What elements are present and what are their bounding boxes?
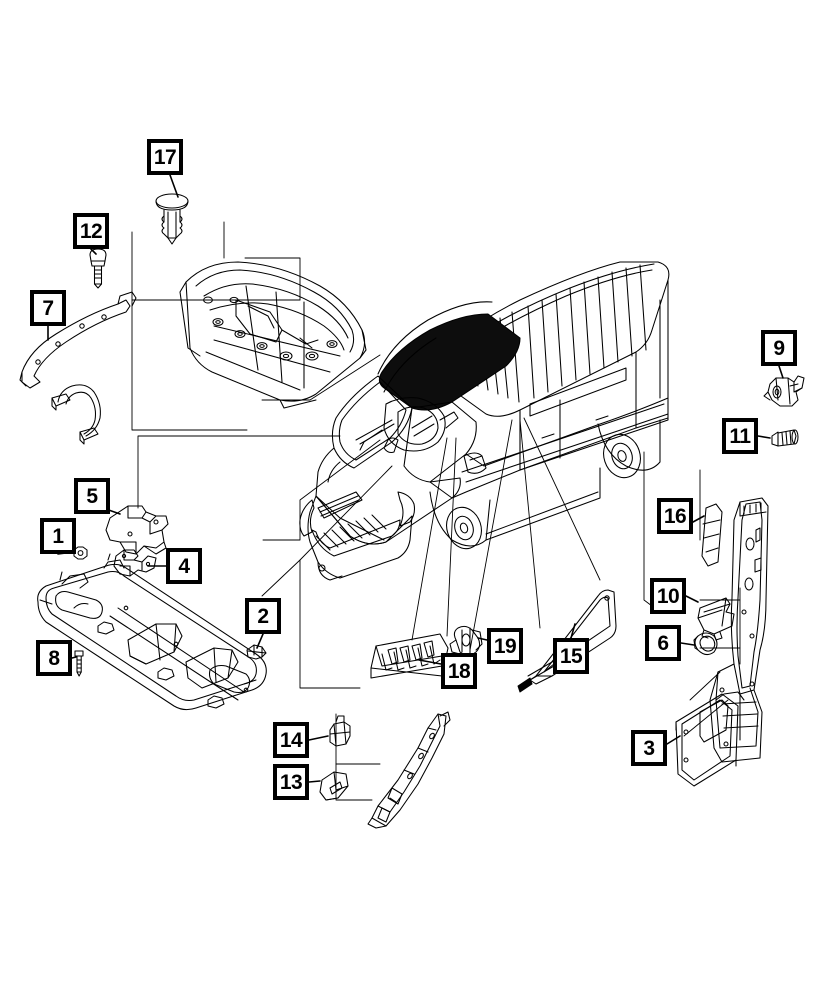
callout-2[interactable]: 2 <box>245 598 281 634</box>
part-8-screw <box>74 650 84 677</box>
b-pillar-trim <box>367 711 451 829</box>
callout-8[interactable]: 8 <box>36 640 72 676</box>
callout-3[interactable]: 3 <box>631 730 667 766</box>
callout-1[interactable]: 1 <box>40 518 76 554</box>
part-3-cover-panel <box>675 693 739 787</box>
callout-16[interactable]: 16 <box>657 498 693 534</box>
callout-6[interactable]: 6 <box>645 625 681 661</box>
part-9-striker <box>763 375 805 407</box>
part-12-bolt <box>89 248 107 289</box>
part-10-bracket <box>697 597 735 641</box>
callout-18[interactable]: 18 <box>441 653 477 689</box>
callout-14[interactable]: 14 <box>273 722 309 758</box>
pillar-trim-panel <box>709 497 769 763</box>
callout-17[interactable]: 17 <box>147 139 183 175</box>
callout-13[interactable]: 13 <box>273 764 309 800</box>
part-5-bracket <box>105 505 169 555</box>
part-1-nut <box>73 546 88 560</box>
part-11-bolt <box>771 429 799 447</box>
part-13-end-cap <box>319 771 349 801</box>
part-14-push-clip <box>329 715 351 747</box>
callout-11[interactable]: 11 <box>722 418 758 454</box>
callout-15[interactable]: 15 <box>553 638 589 674</box>
part-16-filler-strip <box>701 503 723 567</box>
part-7-roof-bow <box>19 291 137 389</box>
callout-9[interactable]: 9 <box>761 330 797 366</box>
callout-12[interactable]: 12 <box>73 213 109 249</box>
callout-7[interactable]: 7 <box>30 290 66 326</box>
instrument-panel-beam <box>37 553 267 711</box>
roof-frame-detail <box>179 261 367 409</box>
callout-10[interactable]: 10 <box>650 578 686 614</box>
van-illustration <box>299 261 670 581</box>
callout-4[interactable]: 4 <box>166 548 202 584</box>
callout-5[interactable]: 5 <box>74 478 110 514</box>
grab-handle <box>51 384 101 445</box>
callout-19[interactable]: 19 <box>487 628 523 664</box>
